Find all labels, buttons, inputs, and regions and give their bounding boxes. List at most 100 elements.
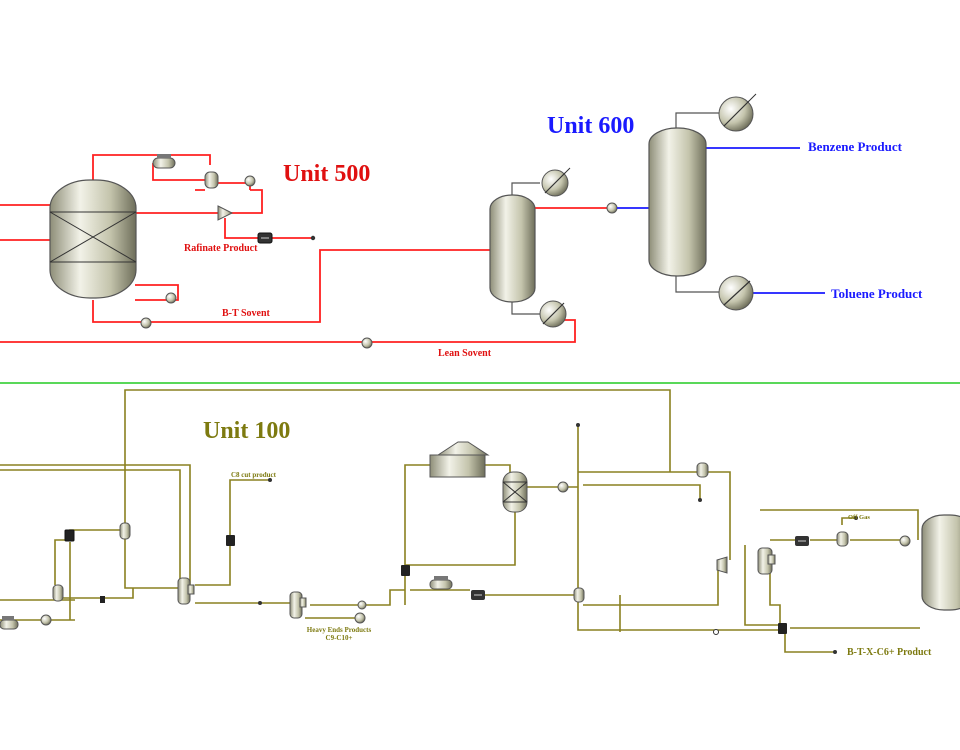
unit-600-pipes: [617, 147, 825, 294]
compressor[interactable]: [716, 556, 728, 574]
stripper-top-pipe: [511, 182, 540, 197]
tie-node: [713, 629, 719, 635]
stripper-reboiler[interactable]: [539, 300, 567, 328]
feed-valve-1[interactable]: [64, 529, 75, 542]
btx-outlet-node: [833, 650, 837, 654]
raffinate-outlet-node: [310, 235, 316, 241]
right-bottoms: [769, 570, 781, 630]
small-valve[interactable]: [100, 596, 105, 603]
btx-product-pipe: [784, 628, 835, 653]
reactor[interactable]: [502, 471, 528, 513]
pump-return-pipe: [230, 189, 263, 214]
overhead-exchanger[interactable]: [204, 171, 219, 189]
drum-valve[interactable]: [401, 565, 410, 576]
raffinate-pipe: [224, 218, 313, 239]
unit-100-section: Unit 100 C8 cut product Heavy Ends Produ…: [0, 389, 960, 658]
overhead-pump[interactable]: [244, 175, 256, 187]
raffinate-valve[interactable]: [257, 232, 273, 244]
splitter-column-a[interactable]: [177, 577, 195, 605]
overhead-drum[interactable]: [152, 154, 176, 169]
fractionator-column-1[interactable]: [52, 584, 64, 602]
exchanger-node: [698, 498, 702, 502]
reactor-link: [405, 510, 516, 566]
heavy-ends-pump[interactable]: [354, 612, 366, 624]
stripper-bottom-pipe: [511, 300, 540, 315]
c8-cut-pipe: [195, 479, 270, 586]
lean-solvent-pipe: [0, 319, 576, 343]
overhead-branch: [152, 163, 205, 181]
bt-solvent-pump[interactable]: [140, 317, 152, 329]
mid-separator[interactable]: [573, 587, 585, 603]
column3-to-drum: [310, 589, 405, 606]
splitter-column-b[interactable]: [289, 591, 307, 619]
mid-node: [258, 601, 262, 605]
heavy-ends-label-line1: Heavy Ends Products: [307, 626, 372, 634]
column-feed-pump[interactable]: [606, 202, 618, 214]
bottom-drum[interactable]: [0, 616, 19, 630]
feed-header-pipe-2: [0, 469, 181, 585]
btx-product-label: B-T-X-C6+ Product: [847, 647, 932, 658]
benzene-column-bottom-pipe: [675, 272, 724, 293]
feed-header-pipe: [0, 464, 191, 590]
column-bottom-link: [124, 525, 180, 589]
benzene-column[interactable]: [648, 127, 707, 277]
c8-valve[interactable]: [226, 535, 235, 546]
unit-500-section: Unit 500 Rafinate Product B-T Sovent Lea…: [0, 154, 618, 359]
off-gas-node: [854, 516, 858, 520]
return-pipe: [583, 560, 719, 606]
unit-500-title: Unit 500: [283, 161, 370, 187]
extractor-vessel[interactable]: [49, 179, 137, 299]
right-column-feed: [744, 545, 780, 626]
c8-outlet-node: [268, 478, 272, 482]
bottoms-recycle: [135, 284, 179, 301]
exchanger-upper[interactable]: [696, 462, 709, 478]
off-gas-loop: [760, 509, 919, 540]
separator-triangle[interactable]: [217, 205, 234, 221]
right-pump[interactable]: [899, 535, 911, 547]
bt-solvent-label: B-T Sovent: [222, 308, 271, 319]
drum-outlet-valve[interactable]: [471, 590, 485, 600]
bt-solvent-pipe: [92, 249, 490, 323]
unit-600-title: Unit 600: [547, 113, 634, 139]
vent-node: [576, 423, 580, 427]
stripper-condenser[interactable]: [541, 167, 571, 197]
overhead-return: [195, 182, 251, 191]
first-column-outlet: [0, 542, 75, 620]
recycle-header-pipe: [124, 389, 671, 525]
right-valve-1[interactable]: [795, 536, 809, 546]
benzene-product-label: Benzene Product: [808, 139, 903, 154]
unit-100-pipes: [0, 389, 920, 653]
drum-outlet: [410, 589, 578, 596]
c8-cut-product-label: C8 cut product: [231, 471, 277, 479]
off-gas-outlet: [841, 517, 856, 525]
off-gas-label: Off Gas: [848, 514, 870, 521]
raffinate-product-label: Rafinate Product: [184, 243, 258, 254]
fractionator-column-2[interactable]: [119, 522, 131, 540]
benzene-condenser[interactable]: [718, 93, 757, 132]
reactor-pump[interactable]: [557, 481, 569, 493]
feed-tank[interactable]: [429, 441, 490, 478]
heavy-ends-label-line2: C9-C10+: [326, 634, 353, 642]
flash-drum-small[interactable]: [429, 576, 453, 590]
stripper-column[interactable]: [489, 194, 536, 303]
right-splitter-column[interactable]: [757, 547, 776, 575]
off-gas-exchanger[interactable]: [836, 531, 849, 547]
exchanger-pipe: [583, 484, 701, 500]
bottom-pump[interactable]: [40, 614, 52, 626]
unit-600-section: Unit 600 Benzene Product Toluene Product: [547, 93, 923, 311]
main-vertical-header: [577, 425, 780, 631]
unit-100-title: Unit 100: [203, 418, 290, 444]
toluene-reboiler[interactable]: [718, 275, 754, 311]
toluene-product-label: Toluene Product: [831, 286, 923, 301]
right-valve-2[interactable]: [778, 623, 787, 634]
lean-solvent-pump[interactable]: [361, 337, 373, 349]
transfer-pump[interactable]: [357, 600, 367, 610]
mid-link: [55, 588, 134, 599]
overhead-pipe: [92, 154, 211, 180]
recycle-pump[interactable]: [165, 292, 177, 304]
drum-overhead-loop: [404, 464, 511, 605]
lean-solvent-label: Lean Sovent: [438, 348, 492, 359]
product-column[interactable]: [921, 514, 960, 611]
